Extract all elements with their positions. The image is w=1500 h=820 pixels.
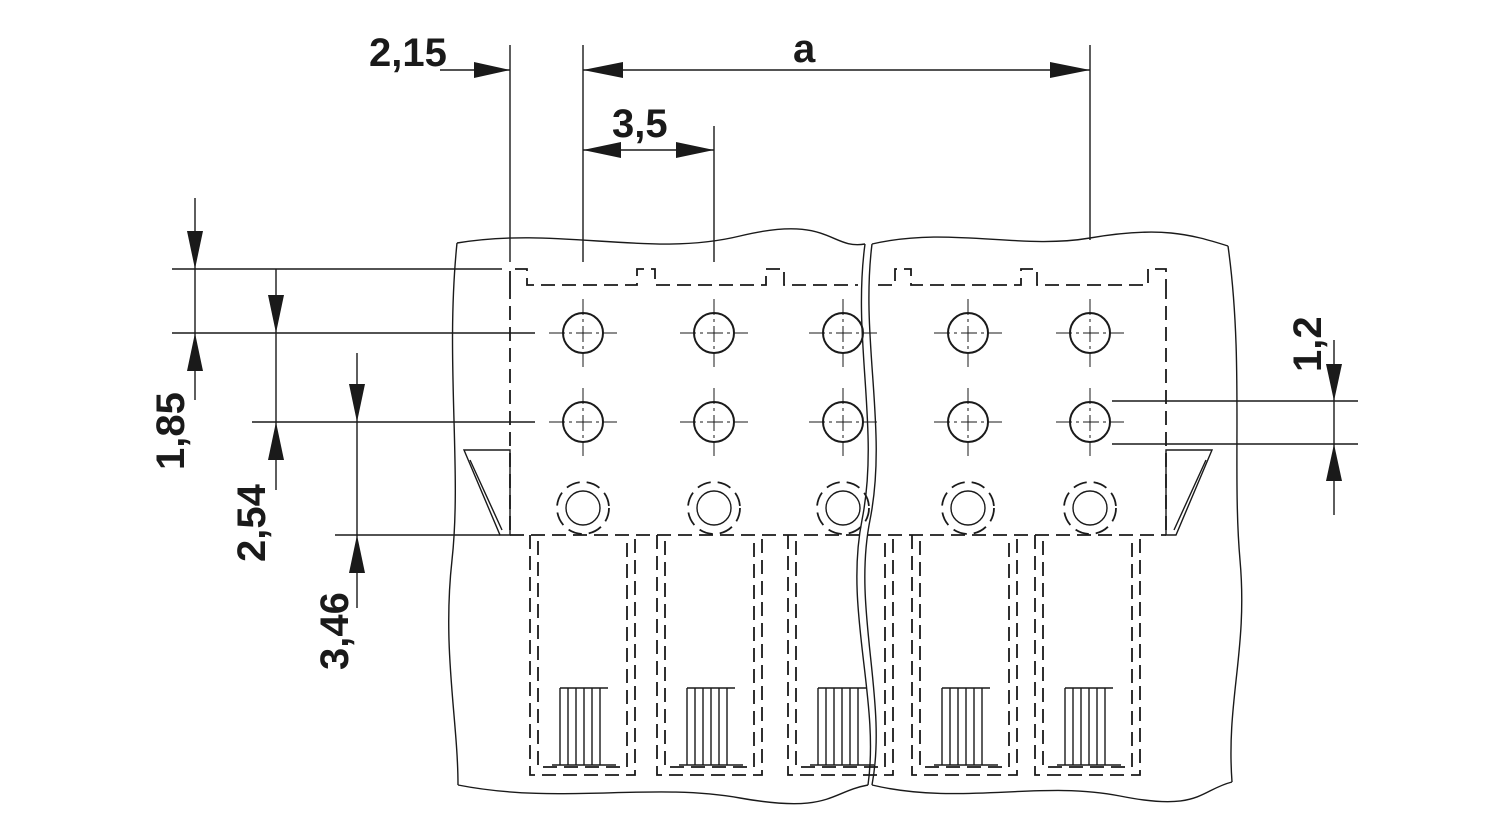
dim-row-pitch-label: 2,54 [230,483,274,562]
release-buttons [556,481,1117,535]
dim-offset-left-label: 2,15 [369,31,447,75]
pocket-inner-outline [537,541,628,768]
release-button-inner [696,490,732,526]
dim-overall-label: a [793,27,816,71]
dim-row-top-label: 1,85 [149,392,193,470]
latch-left [462,449,511,536]
release-button-outer [816,481,870,535]
right-housing [864,231,1243,803]
dim-pitch-label: 3,5 [612,102,668,146]
pocket-outline [911,535,1018,776]
dimension-lines [172,45,1358,608]
release-button-inner [950,490,986,526]
pocket-outline [656,535,763,776]
latch-right [1165,449,1214,536]
pocket-outline [787,535,894,776]
pin-holes [549,299,1124,456]
left-housing [448,228,872,805]
pocket-outline [529,535,636,776]
release-button-outer [556,481,610,535]
pocket-inner-outline [795,541,886,768]
terminal-pockets [529,535,1141,776]
pocket-inner-outline [664,541,755,768]
pocket-inner-outline [1042,541,1133,768]
release-button-outer [687,481,741,535]
release-button-outer [1063,481,1117,535]
release-button-inner [825,490,861,526]
hidden-contour [509,268,1167,536]
release-button-inner [565,490,601,526]
dim-row-bottom-label: 3,46 [313,592,357,670]
pocket-inner-outline [919,541,1010,768]
dim-hole-diameter-label: 1,2 [1286,316,1330,372]
release-button-outer [941,481,995,535]
pocket-outline [1034,535,1141,776]
release-button-inner [1072,490,1108,526]
